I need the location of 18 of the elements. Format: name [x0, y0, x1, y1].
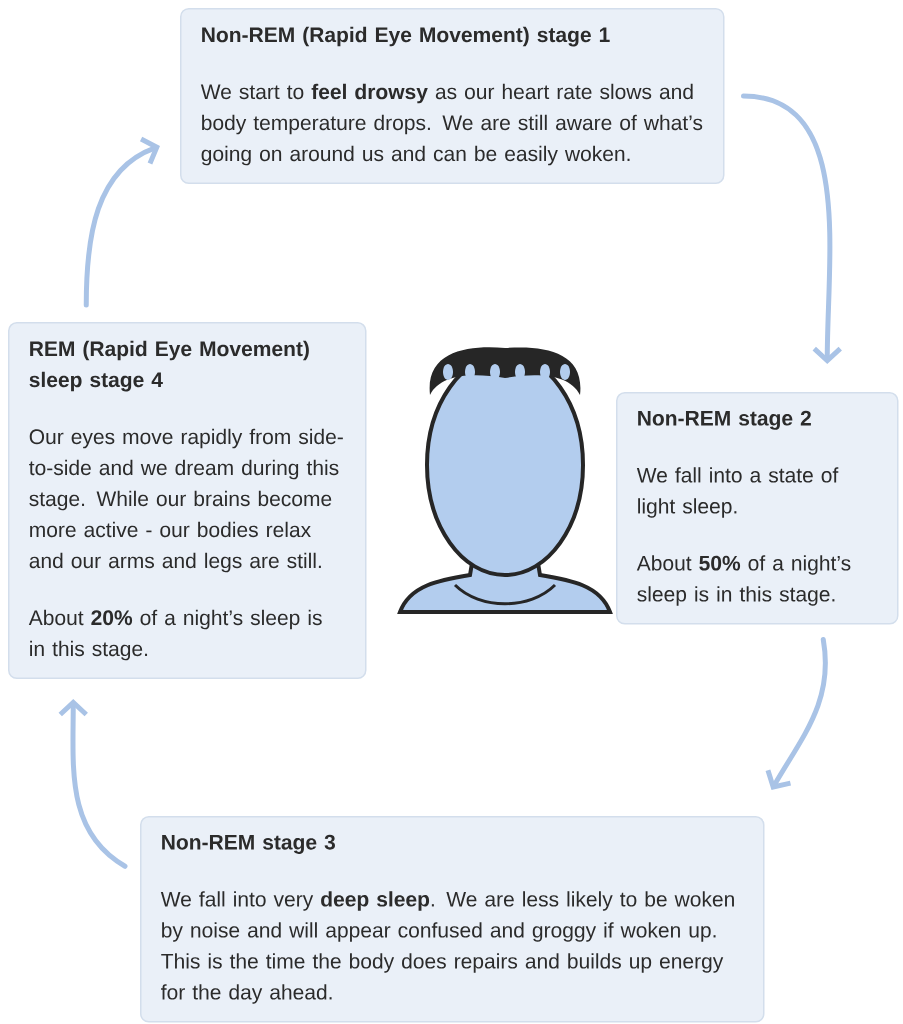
arrow — [83, 136, 160, 308]
stage-heading: REM (Rapid Eye Movement) sleep stage 4 — [29, 340, 309, 392]
stage-box — [180, 8, 725, 185]
arrow — [58, 699, 128, 869]
stage-description: Our eyes move rapidly from side-to-side and we dream during this stage. While our brains become more active - our bodies relax and our arms and legs are still. — [29, 428, 343, 573]
stage-heading: Non-REM stage 3 — [162, 834, 335, 854]
stage-box — [616, 392, 899, 625]
stage-heading: Non-REM (Rapid Eye Movement) stage 1 — [202, 26, 610, 47]
percentage-note: About 50% of a night’s sleep is in this stage. — [636, 555, 851, 606]
stage-box — [8, 322, 367, 680]
stage-heading: Non-REM stage 2 — [638, 410, 811, 430]
stage-box — [140, 816, 765, 1023]
stage-description: We start to feel drowsy as our heart rate slows and body temperature drops. We are still aware of what’s going on around us and can be easily woken. — [200, 83, 703, 166]
stage-description: We fall into very deep sleep. We are less likely to be woken by noise and will appear confused and groggy if woken up. This is the time the body does repairs and builds up energy for the day ahead. — [160, 891, 734, 1004]
percentage-note: About 20% of a night’s sleep is in this stage. — [28, 609, 322, 661]
arrow — [765, 637, 828, 790]
arrow — [741, 93, 842, 364]
stage-description: We fall into a state of light sleep. — [636, 467, 839, 518]
